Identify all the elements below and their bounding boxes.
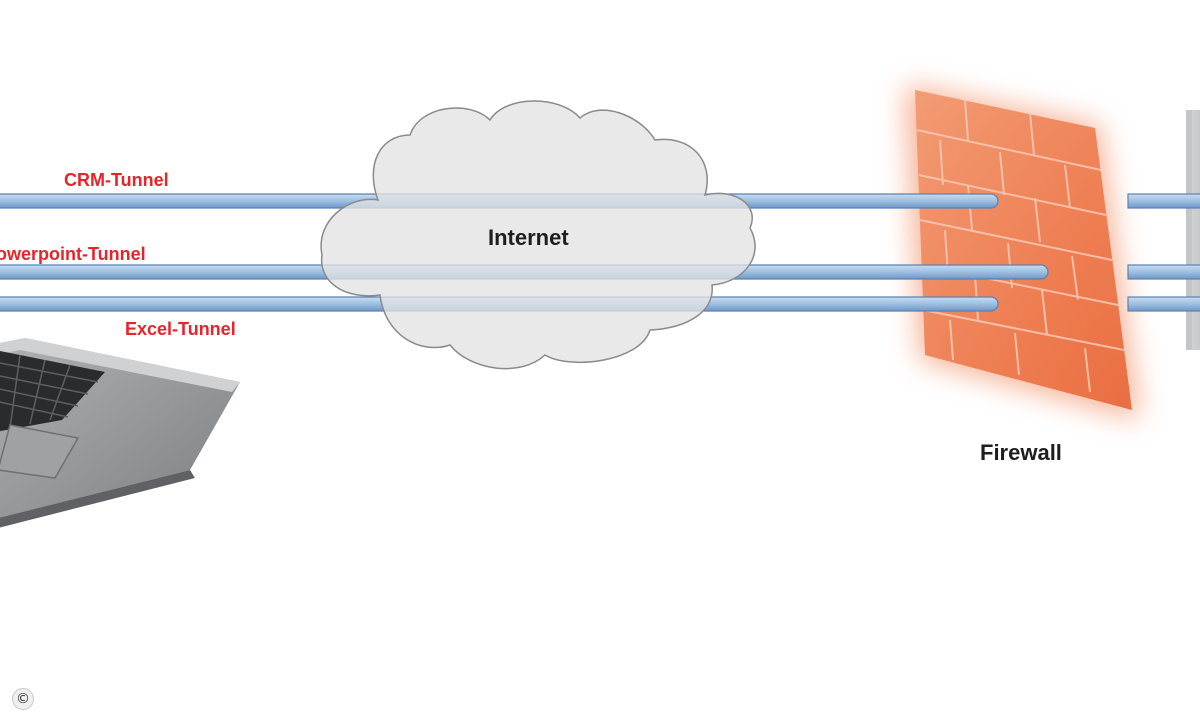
server-icon xyxy=(1186,110,1200,350)
crm-tunnel-label: CRM-Tunnel xyxy=(64,170,169,190)
internet-label: Internet xyxy=(488,225,569,250)
copyright-badge: © xyxy=(12,688,34,710)
powerpoint-tunnel-label: owerpoint-Tunnel xyxy=(0,244,146,264)
firewall-label: Firewall xyxy=(980,440,1062,465)
excel-tunnel-label: Excel-Tunnel xyxy=(125,319,236,339)
cloud-icon xyxy=(320,100,756,370)
laptop-icon xyxy=(0,338,240,528)
firewall-icon xyxy=(905,85,1140,420)
